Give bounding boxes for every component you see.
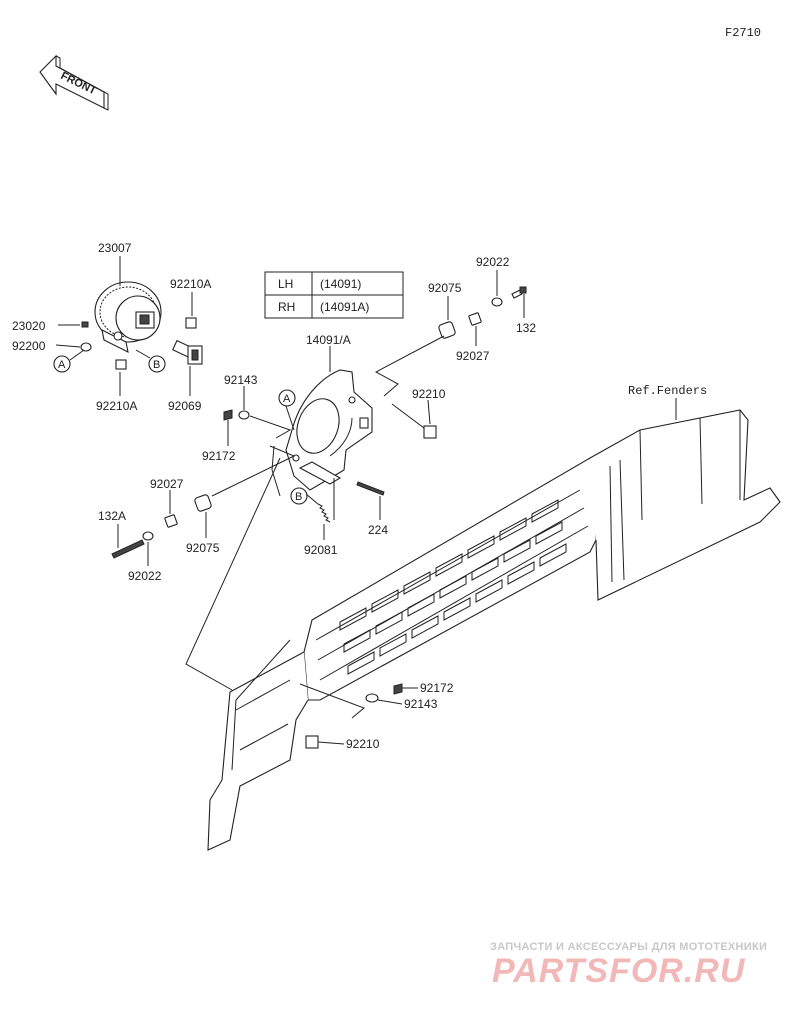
callout-92075-left: 92075 — [186, 541, 220, 555]
callout-92027-left: 92027 — [150, 477, 184, 491]
callout-224: 224 — [368, 523, 388, 537]
table-part-lh: (14091) — [320, 277, 361, 291]
washer-92143-bottom — [365, 693, 379, 703]
callout-92022-top: 92022 — [476, 255, 510, 269]
callout-132: 132 — [516, 321, 536, 335]
figure-code: F2710 — [725, 26, 761, 40]
table-side-lh: LH — [278, 277, 293, 291]
table-side-rh: RH — [278, 300, 295, 314]
callout-92075-top: 92075 — [428, 281, 462, 295]
callout-92027-top: 92027 — [456, 349, 490, 363]
screw-23020 — [81, 321, 89, 328]
ref-fenders-note: Ref.Fenders — [628, 384, 707, 398]
front-arrow-icon: FRONT — [39, 54, 109, 111]
screw-224 — [356, 481, 385, 496]
table-part-rh: (14091A) — [320, 300, 369, 314]
watermark-logo: PARTSFOR.RU — [492, 952, 746, 990]
callout-92069: 92069 — [168, 399, 202, 413]
callout-92022-left: 92022 — [128, 569, 162, 583]
clip-92210a-bottom — [115, 359, 127, 370]
marker-b-2: B — [290, 487, 308, 505]
clip-92210a-top — [185, 317, 197, 329]
callout-92143-top: 92143 — [224, 373, 258, 387]
washer-92200 — [80, 342, 92, 352]
marker-b-1: B — [148, 355, 166, 373]
grille-slots — [339, 499, 567, 675]
svg-text:B: B — [153, 359, 160, 371]
callout-92210-bottom: 92210 — [346, 737, 380, 751]
svg-text:A: A — [283, 393, 291, 405]
watermark-tagline: ЗАПЧАСТИ И АКСЕССУАРЫ ДЛЯ МОТОТЕХНИКИ — [490, 941, 767, 953]
washer-92143-top — [238, 410, 250, 420]
side-part-table: LH (14091) RH (14091A) — [264, 271, 404, 319]
headlight-bracket — [285, 369, 373, 491]
callout-23020: 23020 — [12, 319, 46, 333]
bolt-92172-bottom — [393, 683, 403, 695]
marker-a-2: A — [278, 389, 296, 407]
clip-92210-bottom — [305, 735, 319, 749]
callout-92210a-top: 92210A — [170, 277, 211, 291]
callout-92200: 92200 — [12, 339, 46, 353]
bolt-92172-top — [223, 409, 233, 421]
callout-14091a: 14091/A — [306, 333, 351, 347]
mount-stack-left — [111, 494, 212, 559]
spring-92081 — [317, 503, 331, 523]
mount-stack-right — [438, 286, 527, 339]
svg-text:A: A — [58, 359, 66, 371]
svg-text:B: B — [295, 491, 302, 503]
headlight-assembly — [94, 281, 162, 353]
clip-92210-mid — [423, 425, 437, 439]
bulb-socket — [171, 339, 203, 365]
callout-92210-mid: 92210 — [412, 387, 446, 401]
marker-a-1: A — [53, 355, 71, 373]
callout-92143-bottom: 92143 — [404, 697, 438, 711]
callout-92210a-bottom: 92210A — [96, 399, 137, 413]
callout-132a: 132A — [98, 509, 126, 523]
callout-92172-bottom: 92172 — [420, 681, 454, 695]
callout-92081: 92081 — [304, 543, 338, 557]
callout-92172-top: 92172 — [202, 449, 236, 463]
callout-23007: 23007 — [98, 241, 132, 255]
